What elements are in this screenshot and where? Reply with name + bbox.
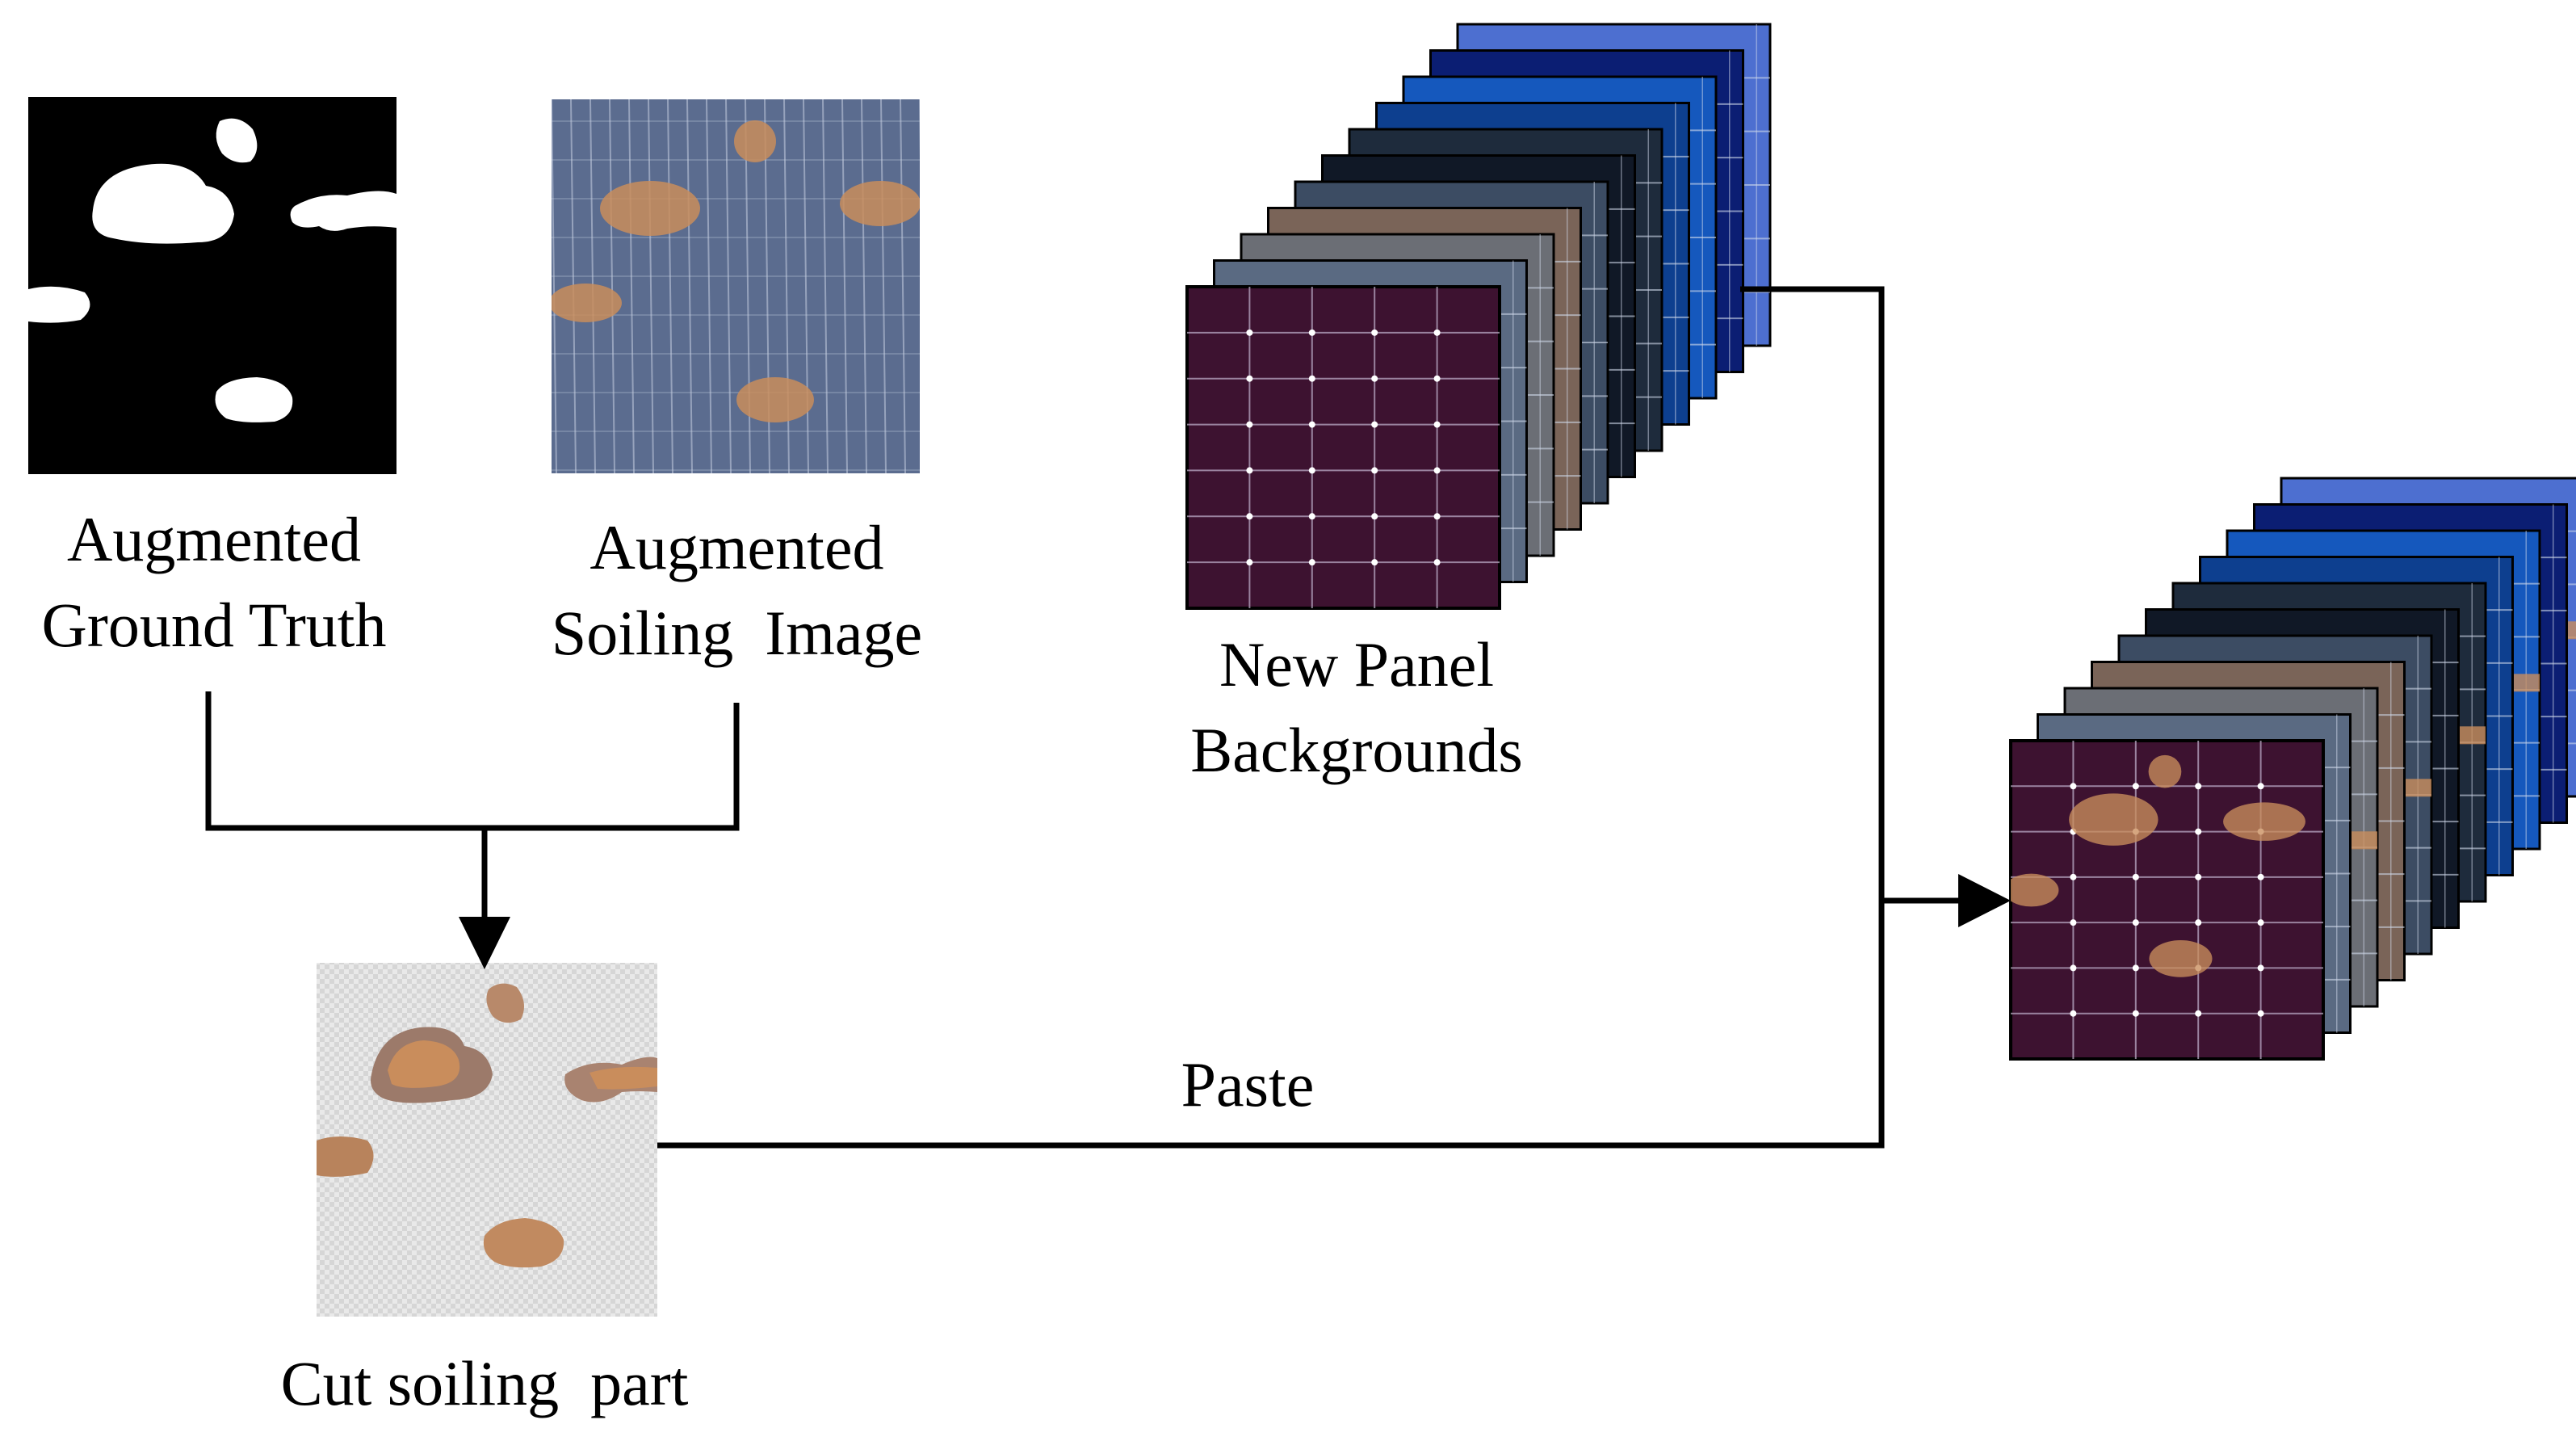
panel-grid-node: [1309, 422, 1315, 428]
panel-grid-node: [2133, 1010, 2139, 1017]
ground-truth-label: Augmented Ground Truth: [0, 497, 428, 668]
panel-grid-node: [1309, 330, 1315, 336]
panel-grid-node: [1246, 376, 1252, 382]
panel-gridline: [920, 99, 925, 473]
soil-spot: [734, 120, 776, 162]
soiling-image-label: Augmented Soiling Image: [517, 505, 957, 676]
panel-grid-node: [2070, 783, 2076, 789]
panel-grid-node: [2195, 919, 2201, 926]
panel-grid-node: [2258, 783, 2264, 789]
panel-grid-node: [2133, 874, 2139, 880]
soil-spot: [2351, 831, 2378, 849]
panel-grid-node: [2070, 874, 2076, 880]
panel-grid-node: [2070, 1010, 2076, 1017]
paste-label: Paste: [1131, 1042, 1365, 1128]
cut-soiling-label: Cut soiling part: [234, 1341, 735, 1426]
down-arrowhead: [459, 917, 510, 969]
panel-grid-node: [2070, 919, 2076, 926]
panel-grid-node: [2258, 919, 2264, 926]
backgrounds-label: New Panel Backgrounds: [1139, 622, 1575, 793]
panel-grid-node: [1371, 422, 1378, 428]
soiling-image-label-line1: Augmented: [517, 505, 957, 590]
soil-blob: [589, 1067, 657, 1090]
panel-grid-node: [1246, 467, 1252, 473]
backgrounds-label-line1: New Panel: [1139, 622, 1575, 708]
soil-spot: [2513, 674, 2540, 691]
panel-grid-node: [1371, 559, 1378, 565]
soil-blob: [317, 1136, 374, 1177]
front-panel: [2011, 741, 2323, 1059]
panel-grid-node: [1434, 376, 1441, 382]
soil-spot: [2459, 726, 2486, 744]
panel-grid-node: [1434, 559, 1441, 565]
panel-grid-node: [1371, 513, 1378, 519]
panel-grid-node: [2133, 783, 2139, 789]
panel-grid-node: [2133, 964, 2139, 971]
soiling-image-label-line2: Soiling Image: [517, 590, 957, 676]
soil-spot: [549, 284, 622, 322]
panel-grid-node: [1246, 330, 1252, 336]
panel-grid-node: [1309, 513, 1315, 519]
output-panels-stack: [2004, 478, 2576, 1059]
panel-grid-node: [1434, 330, 1441, 336]
panel-grid-node: [2258, 1010, 2264, 1017]
panel-grid-node: [1309, 467, 1315, 473]
right-arrowhead: [1958, 874, 2011, 927]
panel-grid-node: [1371, 330, 1378, 336]
ground-truth-mask: [28, 97, 396, 474]
panel-grid-node: [2195, 829, 2201, 835]
panel-grid-node: [1434, 513, 1441, 519]
ground-truth-label-line1: Augmented: [0, 497, 428, 582]
front-panel: [1187, 287, 1500, 608]
mask-blob: [216, 377, 293, 422]
panel-grid-node: [2258, 964, 2264, 971]
panel-grid-node: [2070, 964, 2076, 971]
panel-grid-node: [1371, 467, 1378, 473]
panel-grid-node: [1246, 422, 1252, 428]
panel-grid-node: [2258, 874, 2264, 880]
panel-grid-node: [1434, 422, 1441, 428]
soil-spot: [2149, 755, 2182, 788]
soil-spot: [2069, 793, 2158, 845]
panel-grid-node: [1371, 376, 1378, 382]
backgrounds-label-line2: Backgrounds: [1139, 708, 1575, 793]
panel-grid-node: [2133, 919, 2139, 926]
ground-truth-label-line2: Ground Truth: [0, 582, 428, 668]
panel-grid-node: [1246, 559, 1252, 565]
panel-grid-node: [2195, 783, 2201, 789]
soil-spot: [2223, 802, 2305, 841]
cut-soiling-part: [317, 963, 657, 1317]
panel-grid-node: [2195, 874, 2201, 880]
panel-grid-node: [1434, 467, 1441, 473]
soil-spot: [2149, 940, 2212, 977]
soil-spot: [2405, 779, 2432, 796]
soil-spot: [736, 377, 814, 422]
panel-grid-node: [1309, 559, 1315, 565]
soil-spot: [2567, 621, 2576, 639]
panel-grid-node: [1309, 376, 1315, 382]
soil-spot: [600, 181, 700, 236]
mask-blob: [28, 287, 90, 323]
gt-connector: [208, 691, 736, 828]
soiling-image: [549, 99, 925, 473]
soil-spot: [2004, 874, 2059, 907]
panel-grid-node: [2195, 1010, 2201, 1017]
soil-spot: [840, 181, 921, 226]
panel-backgrounds-stack: [1187, 24, 1770, 608]
panel-grid-node: [1246, 513, 1252, 519]
